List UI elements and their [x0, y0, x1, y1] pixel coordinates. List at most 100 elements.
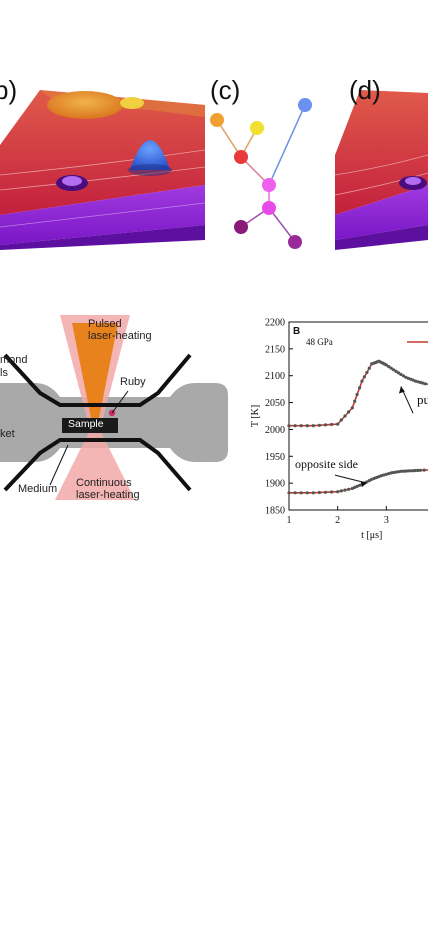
- series-line-1: [289, 360, 428, 427]
- data-point: [384, 363, 388, 367]
- medium-label: Medium: [18, 483, 58, 495]
- data-point: [343, 488, 347, 492]
- data-point: [411, 378, 415, 382]
- data-point: [350, 406, 354, 410]
- y-tick-label: 2100: [265, 371, 285, 382]
- tree-diagram: [210, 98, 312, 249]
- data-point: [372, 476, 376, 480]
- data-point: [339, 418, 343, 422]
- x-tick-label: 3: [384, 515, 389, 526]
- pulsed-laser-label: Pulsed laser-heating: [88, 318, 152, 342]
- data-point: [401, 469, 405, 473]
- data-point: [358, 483, 362, 487]
- data-point: [418, 468, 422, 472]
- data-point: [375, 475, 379, 480]
- x-axis-label: t [μs]: [361, 530, 382, 541]
- node-purple-2: [288, 235, 302, 249]
- y-tick-label: 1900: [265, 479, 285, 490]
- node-magenta-2: [262, 201, 276, 215]
- data-point: [330, 422, 334, 427]
- data-point: [367, 366, 371, 370]
- data-point: [409, 469, 413, 473]
- ruby-label: Ruby: [120, 376, 146, 388]
- y-tick-label: 2150: [265, 344, 285, 355]
- data-point: [350, 486, 354, 491]
- node-yellow: [250, 121, 264, 135]
- data-point: [317, 490, 321, 495]
- panel-b-label: b): [0, 75, 18, 105]
- node-magenta-1: [262, 178, 276, 192]
- arrowhead-pulsed: [398, 386, 405, 394]
- data-point: [311, 424, 315, 428]
- data-point: [416, 468, 420, 472]
- data-point: [384, 472, 388, 476]
- data-point: [293, 491, 297, 495]
- data-point: [392, 470, 396, 475]
- data-point: [418, 380, 422, 384]
- data-point: [323, 423, 328, 427]
- data-point: [396, 470, 401, 474]
- data-point: [360, 379, 364, 383]
- data-point: [399, 372, 403, 376]
- x-tick-label: 2: [335, 515, 340, 526]
- data-point: [362, 375, 366, 379]
- data-point: [367, 479, 371, 483]
- y-tick-label: 1850: [265, 506, 285, 517]
- dac-schematic: Pulsed laser-heating mond ls Ruby ket Sa…: [0, 305, 245, 520]
- annotation-opposite-side: opposite side: [295, 457, 358, 471]
- y-tick-label: 2000: [265, 425, 285, 436]
- diamond-anvil-bottom: [3, 438, 192, 492]
- data-point: [413, 468, 418, 473]
- data-point: [336, 422, 340, 426]
- data-point: [399, 469, 403, 473]
- data-point: [330, 490, 334, 494]
- diamond-anvil-top: [3, 353, 192, 407]
- data-point: [394, 470, 398, 474]
- sample-label: Sample: [68, 418, 104, 430]
- data-point: [370, 477, 374, 481]
- data-point: [287, 491, 291, 495]
- y-tick-label: 1950: [265, 452, 285, 463]
- data-point: [358, 386, 362, 390]
- continuous-laser-label: Continuous laser-heating: [76, 477, 140, 501]
- x-tick-label: 1: [287, 515, 292, 526]
- y-axis-label: T [K]: [250, 405, 261, 427]
- node-purple-1: [234, 220, 248, 234]
- terrain-image-b: [0, 90, 206, 250]
- data-point: [392, 368, 396, 372]
- data-point: [339, 489, 343, 493]
- data-point: [404, 375, 408, 379]
- data-point: [389, 471, 393, 475]
- panel-b-terrain: b): [0, 75, 206, 250]
- data-point: [422, 468, 426, 472]
- data-point: [379, 474, 384, 478]
- data-point: [394, 369, 398, 373]
- dac-drawing: [0, 315, 228, 500]
- data-point: [365, 370, 369, 375]
- data-point: [406, 376, 410, 380]
- data-point: [293, 424, 297, 428]
- data-point: [299, 424, 303, 428]
- data-point: [353, 485, 357, 489]
- data-point: [382, 473, 386, 477]
- panel-d-label: (d): [349, 75, 381, 105]
- data-point: [406, 469, 410, 473]
- data-point: [317, 423, 321, 427]
- diamond-label: mond ls: [0, 354, 28, 379]
- data-point: [423, 382, 427, 386]
- chart-panel-label: B: [293, 326, 300, 337]
- data-point: [347, 410, 351, 414]
- data-point: [287, 424, 291, 428]
- panel-c-label: (c): [210, 75, 241, 105]
- node-orange: [210, 113, 224, 127]
- terrain-image-d: [334, 90, 428, 250]
- data-point: [323, 490, 328, 494]
- continuous-laser-beam-bottom: [55, 430, 135, 500]
- data-point: [343, 414, 347, 418]
- data-point: [413, 379, 418, 383]
- data-point: [336, 490, 340, 494]
- data-point: [377, 475, 381, 479]
- data-point: [355, 484, 359, 488]
